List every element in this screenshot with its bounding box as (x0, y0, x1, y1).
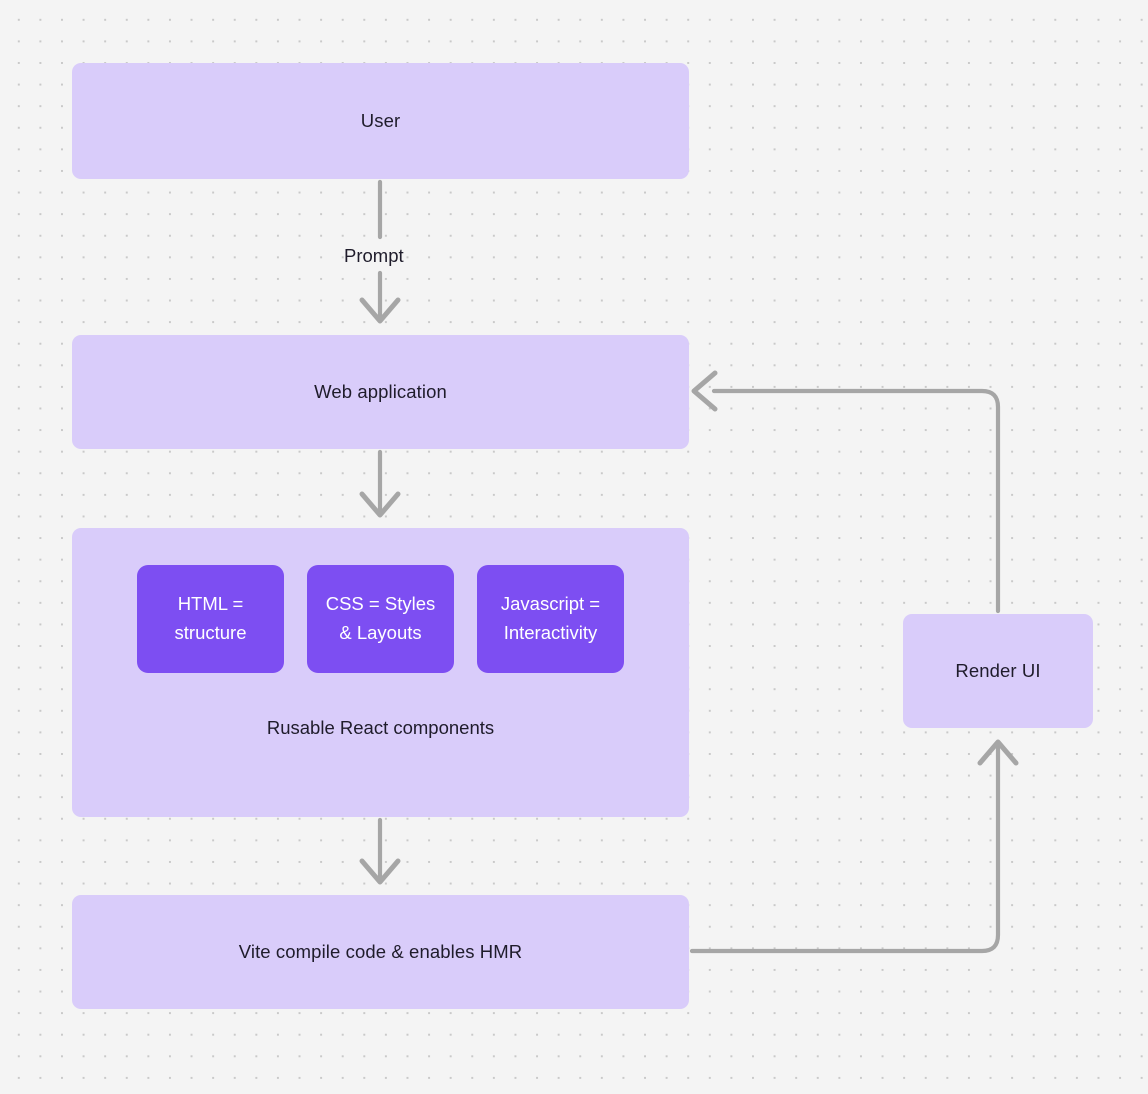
chip-html-label: HTML = structure (175, 590, 247, 647)
chip-css-line2: & Layouts (339, 622, 422, 643)
arrowhead-down-icon (359, 858, 401, 885)
edge-webapp-to-components (359, 449, 401, 518)
arrowhead-up-icon (977, 739, 1019, 766)
arrowhead-down-icon (359, 491, 401, 518)
chip-html-line1: HTML = (177, 593, 244, 615)
node-web-application-label: Web application (314, 380, 447, 402)
arrowhead-left-icon (691, 370, 718, 412)
node-vite[interactable]: Vite compile code & enables HMR (72, 895, 689, 1009)
node-react-components[interactable]: HTML = structure CSS = Styles & Layouts Ja… (72, 528, 689, 817)
arrowhead-down-icon (359, 297, 401, 324)
edge-render-to-webapp (691, 370, 1001, 614)
node-render-ui[interactable]: Render UI (903, 614, 1093, 728)
node-react-components-caption: Rusable React components (266, 717, 495, 738)
chip-css-label: CSS = Styles & Layouts (326, 590, 436, 647)
component-chips-row: HTML = structure CSS = Styles & Layouts Ja… (72, 565, 689, 673)
chip-css[interactable]: CSS = Styles & Layouts (307, 565, 454, 673)
chip-javascript-line1: Javascript = (500, 593, 601, 615)
chip-javascript-label: Javascript = Interactivity (501, 590, 600, 647)
edge-label-prompt: Prompt (344, 245, 404, 266)
node-render-ui-label: Render UI (955, 659, 1041, 681)
node-user-label: User (360, 109, 401, 131)
chip-html[interactable]: HTML = structure (137, 565, 284, 673)
node-user[interactable]: User (72, 63, 689, 179)
edge-components-to-vite (359, 817, 401, 885)
edge-vite-to-render (689, 739, 1019, 954)
chip-javascript[interactable]: Javascript = Interactivity (477, 565, 624, 673)
node-web-application[interactable]: Web application (72, 335, 689, 449)
chip-javascript-line2: Interactivity (503, 622, 598, 643)
chip-html-line2: structure (174, 622, 247, 643)
chip-css-line1: CSS = Styles (325, 593, 436, 615)
node-vite-label: Vite compile code & enables HMR (238, 940, 523, 962)
